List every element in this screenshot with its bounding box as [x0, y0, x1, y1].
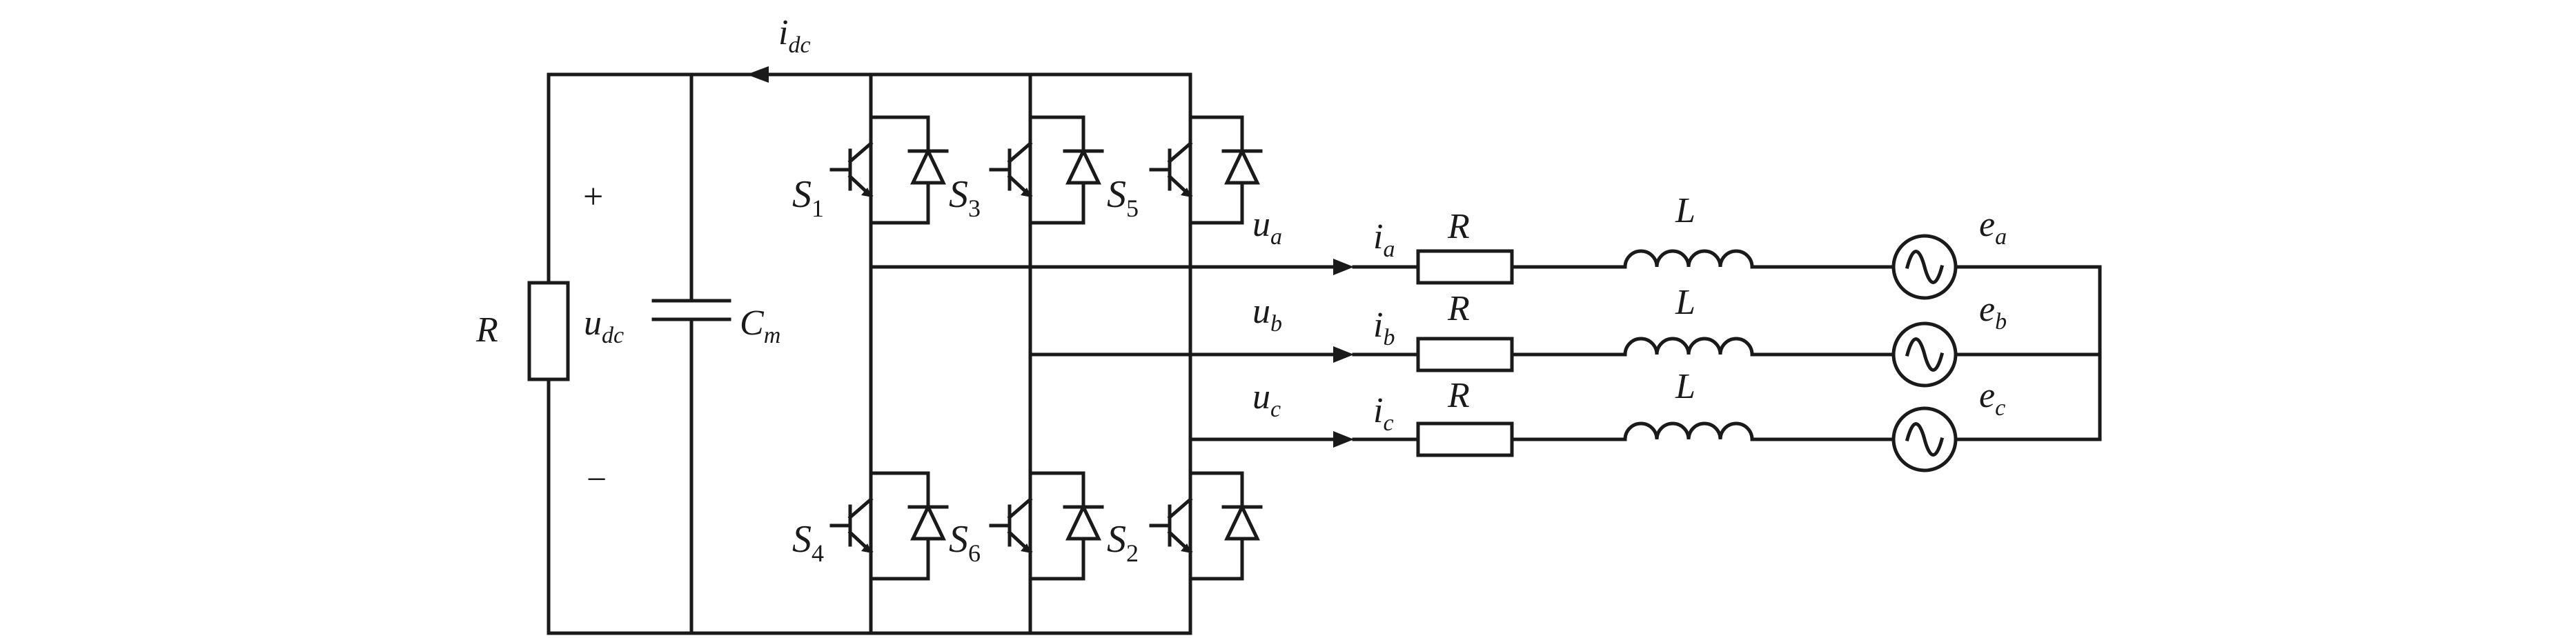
switch-s4: [829, 471, 949, 581]
e-a-label: ea: [1979, 205, 2007, 250]
load-resistor: [527, 281, 570, 381]
u-c-label: uc: [1252, 377, 1281, 422]
ac-branch-b: [1352, 321, 2102, 388]
i-dc-arrow: [747, 66, 769, 83]
phase-a-arrow: [1333, 259, 1354, 275]
e-c-label: ec: [1979, 376, 2005, 421]
u-b-label: ub: [1252, 292, 1282, 337]
r-c-label: R: [1447, 376, 1470, 415]
switch-s6: [989, 471, 1104, 581]
switch-s1: [829, 115, 949, 225]
i-dc-label: idc: [778, 13, 811, 58]
s5-label: S5: [1107, 173, 1139, 222]
inductor-a: [1623, 249, 1754, 269]
i-a-label: ia: [1373, 217, 1395, 262]
resistor-c: [1416, 421, 1514, 457]
plus-sign: +: [583, 177, 603, 217]
switch-s2: [1149, 471, 1263, 581]
phase-b-arrow: [1333, 346, 1354, 363]
c-m-label: Cm: [740, 303, 780, 348]
s6-label: S6: [949, 518, 981, 567]
u-dc-label: udc: [584, 303, 624, 348]
i-c-label: ic: [1373, 391, 1394, 436]
l-a-label: L: [1675, 191, 1695, 230]
leg-c: [1149, 115, 1354, 581]
switch-s5: [1149, 115, 1263, 225]
u-a-label: ua: [1252, 205, 1282, 250]
load-resistor-label: R: [475, 310, 498, 350]
s4-label: S4: [792, 518, 824, 567]
r-b-label: R: [1447, 289, 1470, 328]
leg-b: [989, 72, 1354, 635]
i-b-label: ib: [1373, 306, 1395, 350]
inductor-b: [1623, 337, 1754, 357]
l-c-label: L: [1675, 367, 1695, 406]
s3-label: S3: [949, 173, 981, 222]
ac-branch-a: [1352, 234, 2102, 300]
resistor-b: [1416, 337, 1514, 372]
switch-s3: [989, 115, 1104, 225]
inductor-c: [1623, 421, 1754, 441]
resistor-a: [1416, 249, 1514, 285]
r-a-label: R: [1447, 207, 1470, 246]
minus-sign: −: [587, 460, 607, 499]
ac-branch-c: [1352, 406, 2102, 472]
leg-a: [829, 72, 1354, 635]
phase-c-arrow: [1333, 431, 1354, 448]
s2-label: S2: [1107, 518, 1139, 567]
e-b-label: eb: [1979, 290, 2007, 335]
s1-label: S1: [792, 173, 824, 222]
l-b-label: L: [1675, 283, 1695, 322]
